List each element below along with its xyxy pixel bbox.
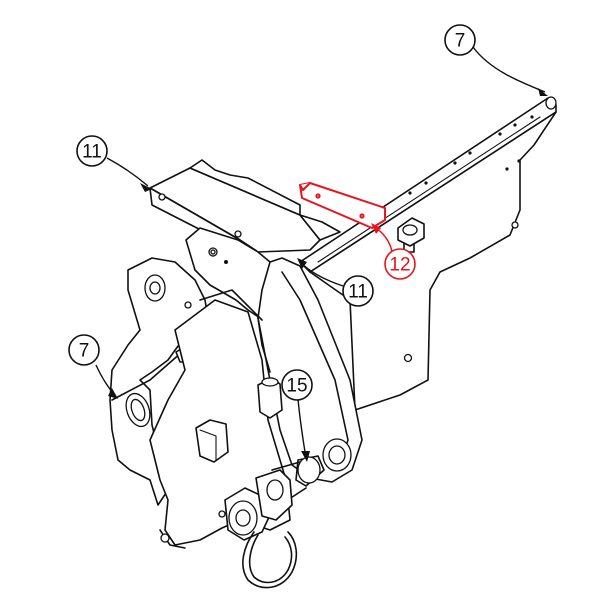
hitch-pin bbox=[271, 455, 325, 506]
highlighted-part-12 bbox=[299, 182, 386, 229]
callout-15: 15 bbox=[281, 369, 313, 462]
arrowhead bbox=[297, 258, 307, 269]
callout-label: 11 bbox=[82, 142, 102, 163]
lift-arm bbox=[257, 257, 363, 483]
callout-label: 7 bbox=[79, 341, 90, 362]
callout-7-left: 7 bbox=[68, 334, 118, 399]
arrowhead bbox=[371, 223, 381, 234]
lower-plate bbox=[149, 289, 291, 549]
clevis-pin bbox=[218, 469, 293, 541]
callout-7-top: 7 bbox=[444, 24, 548, 96]
arrowhead bbox=[140, 183, 152, 192]
callout-11-top: 11 bbox=[76, 135, 152, 192]
arrowhead bbox=[108, 388, 118, 399]
arrowhead bbox=[301, 451, 310, 462]
cross-pin bbox=[257, 377, 283, 419]
arrowhead bbox=[538, 88, 548, 96]
pin-ring bbox=[242, 531, 298, 589]
callout-label: 7 bbox=[455, 31, 466, 52]
callout-11-mid: 11 bbox=[297, 258, 374, 307]
callout-12: 12 bbox=[371, 223, 416, 280]
callout-label: 11 bbox=[348, 282, 368, 303]
callout-label: 15 bbox=[286, 376, 307, 397]
bolt bbox=[397, 217, 425, 253]
rail-channel bbox=[299, 96, 557, 411]
callout-label: 12 bbox=[389, 255, 410, 276]
